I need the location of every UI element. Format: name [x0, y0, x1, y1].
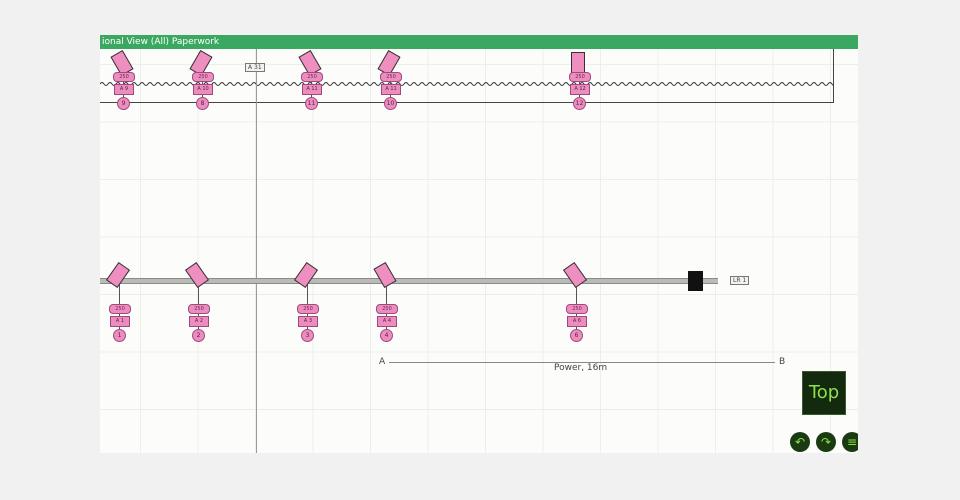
- dimension-line: [389, 362, 775, 363]
- fixture-lamp-icon: [571, 52, 585, 74]
- fixture-channel: 250: [380, 72, 402, 82]
- title-bar: ional View (All) Paperwork: [100, 35, 858, 49]
- fixture-channel: 250: [301, 72, 323, 82]
- fixture-label: A 9: [114, 84, 134, 95]
- fixture-number: 6: [570, 329, 583, 342]
- fixture-number: 2: [192, 329, 205, 342]
- centre-line: [256, 49, 257, 453]
- fixture-channel: 250: [569, 72, 591, 82]
- fixture-channel: 250: [113, 72, 135, 82]
- fixture-lamp-icon: [293, 261, 319, 289]
- dimension-start: A: [379, 357, 386, 367]
- fixture-lamp-icon: [562, 261, 588, 289]
- undo-button[interactable]: ↶: [790, 432, 810, 452]
- view-title: ional View (All) Paperwork: [102, 37, 220, 47]
- upper-truss-frame: [100, 49, 834, 103]
- fixture-number: 11: [305, 97, 318, 110]
- fixture-label: A 11: [302, 84, 322, 95]
- bar-label-tag[interactable]: A 31: [245, 63, 265, 72]
- top-view-button[interactable]: Top: [802, 371, 846, 415]
- fixture-channel: 250: [109, 304, 131, 314]
- drawing-canvas[interactable]: A 31 LR 1 250 A 9 9 250 A 10 8 250 A 11 …: [100, 44, 858, 453]
- fixture-channel: 250: [192, 72, 214, 82]
- fixture-label: A 10: [193, 84, 213, 95]
- fixture-number: 4: [380, 329, 393, 342]
- fixture-number: 8: [196, 97, 209, 110]
- fixture-channel: 250: [188, 304, 210, 314]
- fixture-label: A 12: [570, 84, 590, 95]
- fixture-label: A 4: [377, 316, 397, 327]
- fixture-number: 12: [573, 97, 586, 110]
- fixture-number: 10: [384, 97, 397, 110]
- fixture-label: A 11: [381, 84, 401, 95]
- menu-button[interactable]: ≡: [842, 432, 858, 452]
- fixture-channel: 250: [566, 304, 588, 314]
- fixture-number: 1: [113, 329, 126, 342]
- fixture-channel: 250: [297, 304, 319, 314]
- bar-label-tag[interactable]: LR 1: [730, 276, 750, 285]
- cable-wave: [100, 82, 833, 86]
- lighting-bar[interactable]: [100, 278, 718, 284]
- dimension-label: Power, 16m: [554, 363, 608, 373]
- fixture-label: A 1: [110, 316, 130, 327]
- fixture-label: A 3: [298, 316, 318, 327]
- redo-button[interactable]: ↷: [816, 432, 836, 452]
- fixture-label: A 6: [567, 316, 587, 327]
- fixture-label: A 2: [189, 316, 209, 327]
- fixture-channel: 250: [376, 304, 398, 314]
- dimension-end: B: [779, 357, 786, 367]
- fixture-lamp-icon: [105, 261, 131, 289]
- fixture-number: 3: [301, 329, 314, 342]
- fixture-lamp-icon: [373, 261, 397, 289]
- fixture-number: 9: [117, 97, 130, 110]
- printer-icon[interactable]: [688, 271, 703, 291]
- fixture-lamp-icon: [184, 261, 210, 289]
